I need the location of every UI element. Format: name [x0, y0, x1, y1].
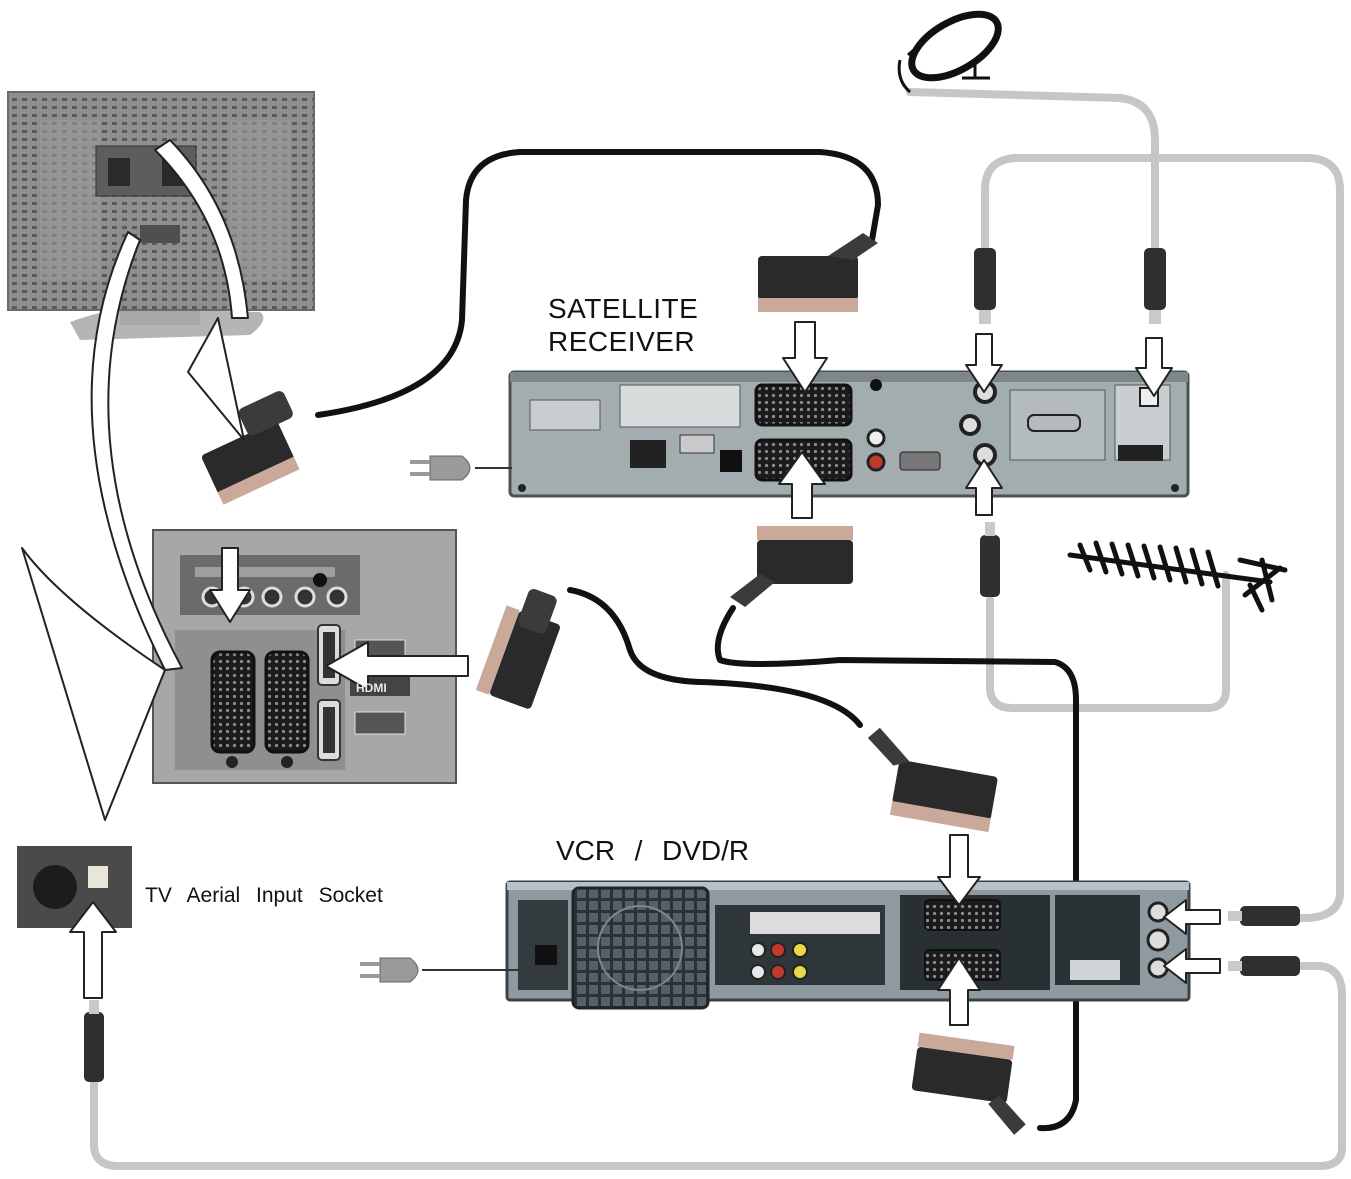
- vcr-dvd-recorder: [505, 880, 1191, 1010]
- scart-plug-icon-tv-av2: [475, 589, 560, 709]
- dish-cable: [906, 88, 1159, 254]
- scart-plug-icon-tv: [201, 391, 300, 505]
- arrow-vcr-scart-av1: [937, 834, 981, 906]
- vcr-power-plug-icon: [360, 957, 520, 983]
- vcr-rf-in-socket: [1147, 901, 1169, 923]
- satellite-dish-icon: [897, 10, 1002, 94]
- tv-to-receiver-scart-cable: [315, 149, 881, 418]
- scart-plug-icon-receiver-top: [758, 233, 878, 312]
- hdmi-label: HDMI: [356, 681, 387, 695]
- connection-arrows: [21, 139, 1221, 1026]
- arrow-receiver-scart-tv: [782, 321, 828, 393]
- rf-plug-icon-receiver-in: [980, 522, 1000, 597]
- tv-aerial-socket: [17, 846, 132, 928]
- arrow-tv-to-av-panel: [154, 139, 249, 441]
- rf-plug-icon-vcr-in: [1228, 906, 1300, 926]
- antenna-icon: [1067, 540, 1288, 613]
- scart-cables: [315, 149, 1079, 1132]
- arrow-receiver-lnb: [1135, 337, 1173, 397]
- vcr-to-tv-rf-cable: [90, 962, 1346, 1170]
- rf-plug-icon-tv-socket: [84, 1000, 104, 1082]
- arrow-tv-aerial-socket: [69, 901, 117, 999]
- vcr-dvd-label: VCR / DVD/R: [556, 835, 750, 866]
- arrow-receiver-scart-vcr: [778, 451, 826, 519]
- receiver-power-plug-icon: [410, 455, 512, 481]
- tv-scart-av2-socket: [264, 650, 310, 754]
- rf-plug-icon-receiver-lnb: [1144, 248, 1166, 324]
- receiver-to-vcr-rf-cable: [981, 154, 1344, 922]
- satellite-label-line2: RECEIVER: [548, 326, 696, 357]
- scart-plug-icon-vcr-bottom: [911, 1032, 1026, 1135]
- satellite-receiver: [508, 370, 1190, 498]
- aerial-cable: [986, 571, 1230, 712]
- vcr-rf-out-socket: [1147, 957, 1169, 979]
- arrow-vcr-rf-in: [1163, 899, 1221, 935]
- arrow-receiver-rf-out: [965, 333, 1003, 393]
- scart-plug-icon-vcr-top: [867, 727, 998, 833]
- rf-plug-icon-vcr-out: [1228, 956, 1300, 976]
- tv-rear: [7, 91, 315, 340]
- arrow-vcr-scart-av2: [937, 957, 981, 1026]
- arrow-tv-to-aerial-socket: [21, 231, 183, 821]
- satellite-receiver-label: SATELLITE RECEIVER: [548, 292, 698, 358]
- rf-plug-icon-receiver-out: [974, 248, 996, 324]
- satellite-label-line1: SATELLITE: [548, 293, 699, 324]
- arrow-tv-av-input: [209, 547, 251, 623]
- arrow-tv-scart-av2: [325, 641, 469, 691]
- tv-scart-av1-socket: [210, 650, 256, 754]
- tv-aerial-socket-label: TV Aerial Input Socket: [145, 884, 383, 907]
- receiver-to-vcr-scart-cable: [714, 605, 1079, 1132]
- arrow-vcr-rf-out: [1163, 948, 1221, 984]
- rf-cables: [90, 88, 1346, 1170]
- vcr-scart-av1-socket: [924, 899, 1001, 931]
- tv-av2-to-vcr-scart-cable: [567, 587, 863, 728]
- fan-grille-icon: [571, 886, 710, 1010]
- arrow-receiver-rf-in: [965, 459, 1003, 516]
- scart-plug-icon-receiver-bottom: [730, 526, 853, 607]
